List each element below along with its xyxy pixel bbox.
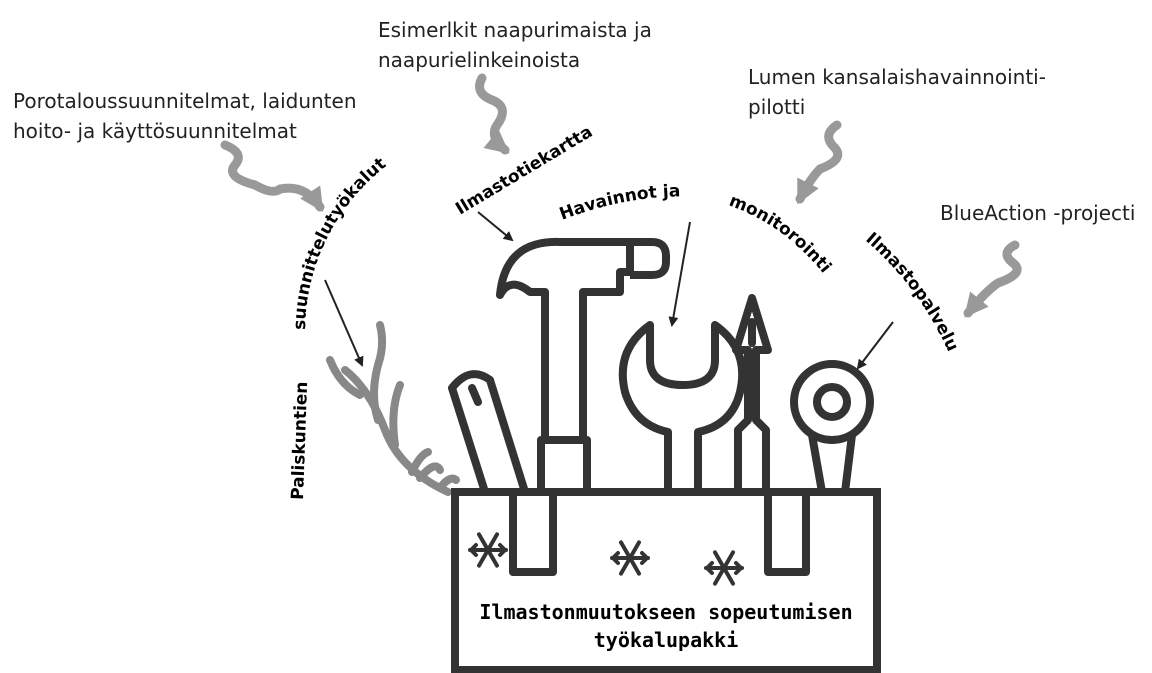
svg-text:suunnittelutyökalut: suunnittelutyökalut xyxy=(290,154,390,330)
pointer-arrow xyxy=(325,280,362,365)
label-suunnittelutyokalut: suunnittelutyökalut xyxy=(290,154,390,330)
note-porotalous-line2: hoito- ja käyttösuunnitelmat xyxy=(13,116,357,146)
note-esimerkit-line1: Esimerlkit naapurimaista ja xyxy=(378,15,652,45)
note-porotalous-line1: Porotaloussuunnitelmat, laidunten xyxy=(13,86,357,116)
svg-text:Havainnot ja: Havainnot ja xyxy=(557,181,681,224)
pointer-arrow xyxy=(858,322,893,368)
squiggle-arrow-icon xyxy=(800,125,838,199)
note-esimerkit: Esimerlkit naapurimaista ja naapurielink… xyxy=(378,15,652,75)
snowflake-icon xyxy=(706,552,742,583)
pointer-arrow xyxy=(672,222,690,325)
squiggle-arrow-icon xyxy=(225,145,320,207)
ring-spanner-icon xyxy=(794,364,870,492)
antler-icon xyxy=(330,325,456,492)
label-ilmastopalvelu: Ilmastopalvelu xyxy=(862,229,963,355)
note-blueaction: BlueAction -projecti xyxy=(940,198,1135,228)
label-paliskuntien: Paliskuntien xyxy=(288,381,312,500)
toolbox-title-line1: Ilmastonmuutokseen sopeutumisen xyxy=(455,598,877,626)
label-havainnot-ja: Havainnot ja xyxy=(557,181,681,224)
note-lumen: Lumen kansalaishavainnointi- pilotti xyxy=(748,62,1046,122)
pointer-arrow xyxy=(478,212,512,240)
label-monitorointi: monitorointi xyxy=(726,191,835,277)
toolbox-title-line2: työkalupakki xyxy=(455,626,877,654)
hammer-icon xyxy=(500,242,666,572)
note-lumen-line2: pilotti xyxy=(748,92,1046,122)
squiggle-arrow-icon xyxy=(968,245,1017,313)
screwdriver-icon xyxy=(736,298,806,572)
svg-text:Ilmastopalvelu: Ilmastopalvelu xyxy=(862,229,963,355)
note-lumen-line1: Lumen kansalaishavainnointi- xyxy=(748,62,1046,92)
toolbox-title: Ilmastonmuutokseen sopeutumisen työkalup… xyxy=(455,598,877,654)
snowflake-icon xyxy=(470,534,506,565)
note-porotalous: Porotaloussuunnitelmat, laidunten hoito-… xyxy=(13,86,357,146)
note-esimerkit-line2: naapurielinkeinoista xyxy=(378,45,652,75)
squiggle-arrow-icon xyxy=(480,78,505,150)
file-tool-icon xyxy=(452,374,525,492)
wrench-icon xyxy=(623,325,742,492)
svg-text:monitorointi: monitorointi xyxy=(726,191,835,277)
snowflake-icon xyxy=(612,542,648,573)
svg-text:Paliskuntien: Paliskuntien xyxy=(288,381,312,500)
